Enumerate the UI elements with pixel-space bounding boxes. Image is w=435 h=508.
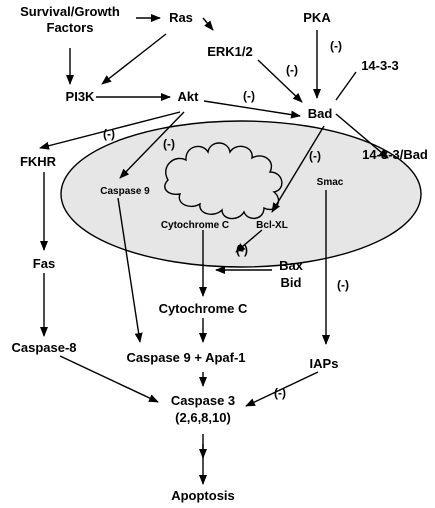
node-smac: Smac	[317, 177, 344, 188]
edge-1433-bad-complex	[335, 71, 388, 158]
node-akt: Akt	[178, 89, 200, 104]
node-14-3-3-bad: 14-3-3/Bad	[362, 147, 428, 162]
node-ras: Ras	[169, 10, 193, 25]
node-caspase3: Caspase 3	[171, 393, 235, 408]
edge-akt-bad	[203, 100, 301, 119]
node-caspase9-mito: Caspase 9	[100, 186, 150, 197]
mitochondrion-outer	[60, 120, 422, 268]
node-survival-growth-factors-line2: Factors	[47, 20, 94, 35]
edge-bclxl-cytc	[235, 229, 263, 253]
node-pi3k: PI3K	[66, 89, 96, 104]
inhibit-erk-bad: (-)	[286, 63, 298, 77]
mitochondrion-cristae	[164, 142, 283, 220]
node-cytochrome-c-mito: Cytochrome C	[161, 220, 229, 231]
node-caspase3-subtypes: (2,6,8,10)	[175, 410, 231, 425]
edge-bad-bclxl	[271, 125, 325, 213]
inhibit-akt-bad: (-)	[243, 89, 255, 103]
inhibit-bclxl-cytc: (-)	[236, 243, 248, 257]
inhibit-pka-bad: (-)	[330, 39, 342, 53]
node-cytochrome-c: Cytochrome C	[159, 301, 248, 316]
node-fas: Fas	[33, 256, 55, 271]
edge-erk-bad	[257, 59, 303, 103]
edge-akt-caspase9	[119, 111, 185, 179]
inhibit-akt-fkhr: (-)	[103, 127, 115, 141]
edge-iaps-caspase3	[245, 371, 319, 407]
inhibit-iaps-caspase3: (-)	[274, 386, 286, 400]
edge-ras-erk	[202, 17, 214, 31]
node-erk: ERK1/2	[207, 44, 253, 59]
inhibit-smac-iaps: (-)	[337, 278, 349, 292]
node-caspase8: Caspase-8	[11, 340, 76, 355]
node-bid: Bid	[281, 275, 302, 290]
node-pka: PKA	[303, 10, 331, 25]
inhibit-bad-bclxl: (-)	[309, 149, 321, 163]
edge-ras-pi3k	[101, 33, 167, 85]
node-survival-growth-factors: Survival/Growth	[20, 4, 120, 19]
edge-caspase8-caspase3	[59, 355, 159, 403]
node-fkhr: FKHR	[20, 154, 57, 169]
node-bad: Bad	[308, 106, 333, 121]
inhibit-akt-caspase9: (-)	[163, 137, 175, 151]
node-apoptosis: Apoptosis	[171, 488, 235, 503]
edge-caspase9-casp9apaf	[117, 197, 143, 343]
node-bcl-xl: Bcl-XL	[256, 220, 288, 231]
node-14-3-3: 14-3-3	[361, 58, 399, 73]
node-iaps: IAPs	[310, 356, 339, 371]
node-caspase9-apaf1: Caspase 9 + Apaf-1	[126, 350, 245, 365]
edge-akt-fkhr	[39, 111, 181, 150]
node-bax: Bax	[279, 258, 304, 273]
